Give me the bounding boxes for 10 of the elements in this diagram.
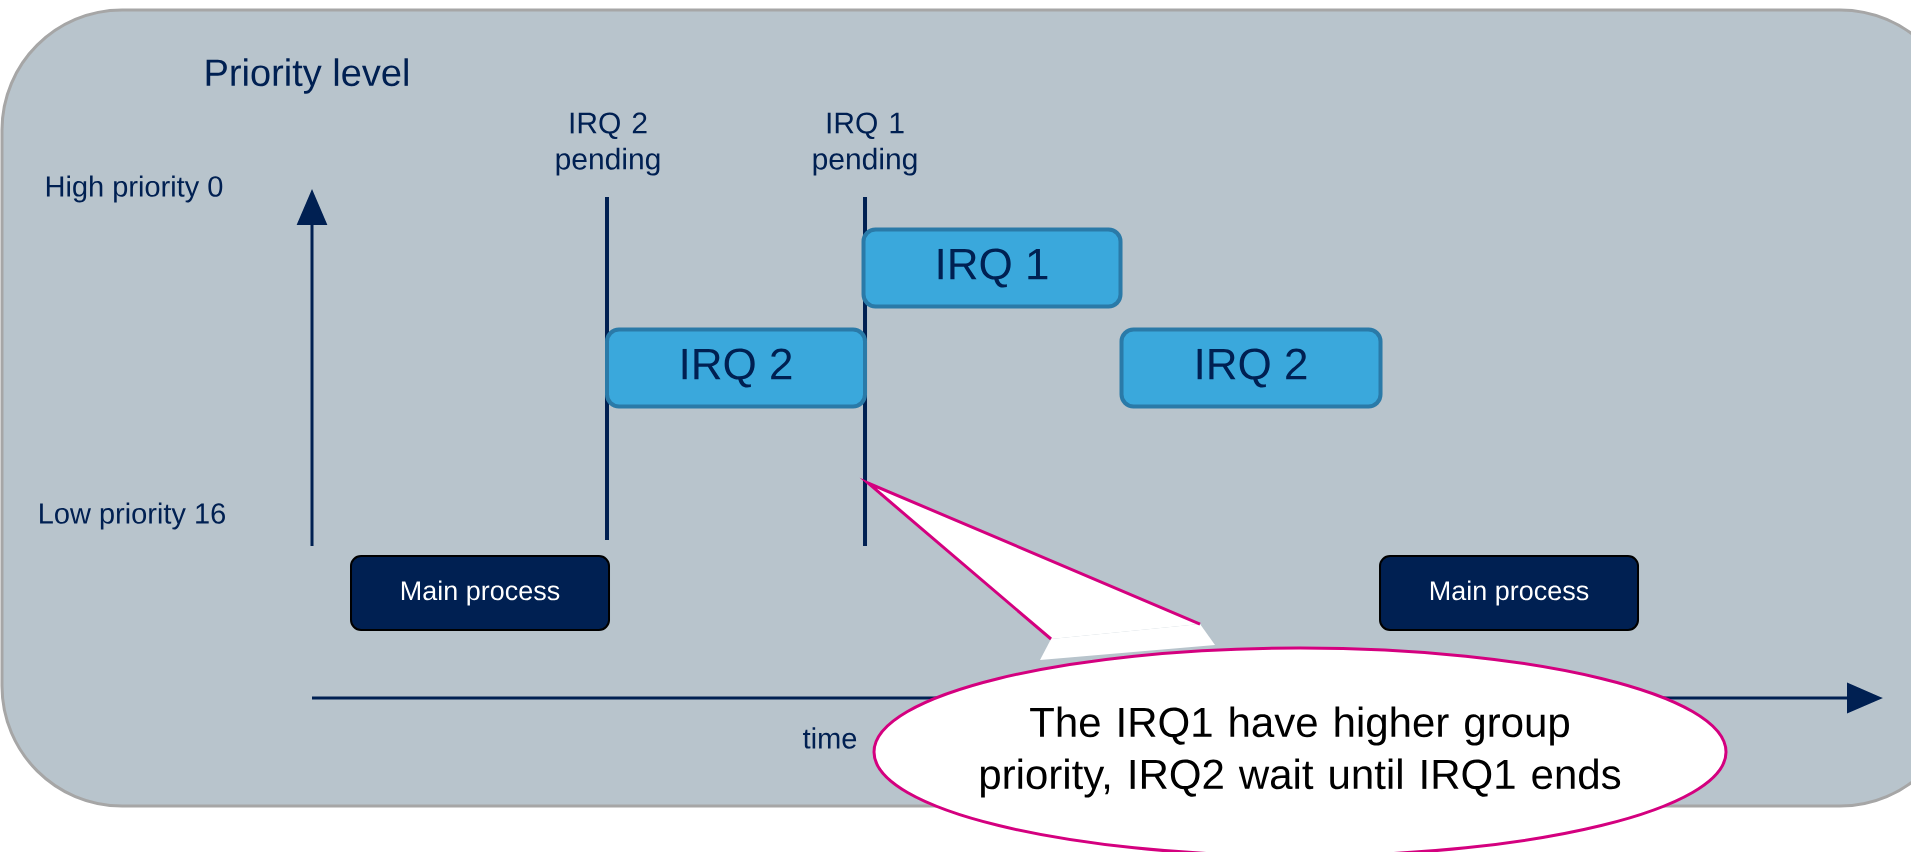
interrupt-box: IRQ 2 xyxy=(605,327,867,409)
interrupt-box: IRQ 1 xyxy=(861,227,1123,309)
event-label: IRQ 2 pending xyxy=(556,112,660,176)
event-label: IRQ 1 pending xyxy=(813,112,917,176)
interrupt-box: IRQ 2 xyxy=(1119,327,1383,409)
axis-title: Priority level xyxy=(206,58,408,94)
process-box: Main process xyxy=(350,555,610,631)
process-box: Main process xyxy=(1379,555,1639,631)
axis-label: Low priority 16 xyxy=(40,502,225,530)
axis-label: High priority 0 xyxy=(46,175,223,203)
